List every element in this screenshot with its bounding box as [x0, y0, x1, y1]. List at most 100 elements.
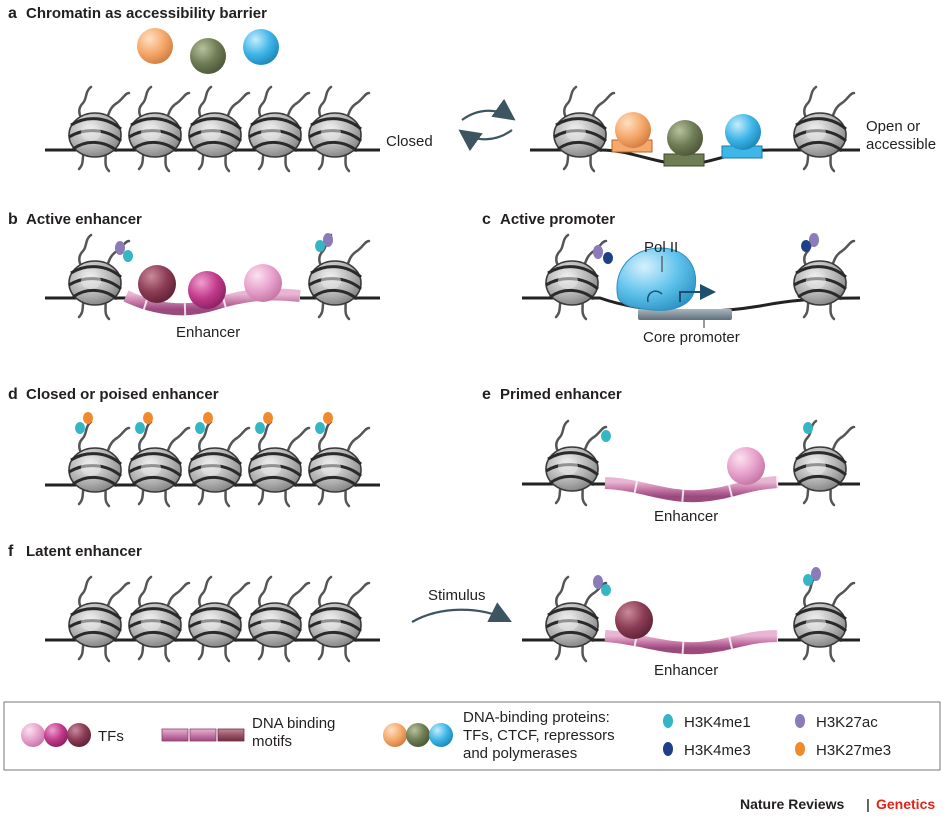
panel-f: f Latent enhancer Stimulus Enhancer [8, 543, 860, 679]
nucleosome [247, 85, 311, 173]
nucleosome [552, 85, 616, 173]
h3k27ac-mark [593, 245, 603, 259]
nucleosome [67, 575, 131, 663]
panel-c: c Active promoter Pol II Core promoter [482, 211, 861, 346]
legend-tf-mid [44, 723, 68, 747]
journal-name: Nature Reviews [740, 796, 844, 812]
legend-h3k27ac-swatch [795, 714, 805, 728]
nucleosome [792, 575, 856, 663]
legend-motif-swatch [189, 728, 217, 742]
panel-a: a Chromatin as accessibility barrier Clo… [8, 5, 936, 173]
panel-f-letter: f [8, 543, 14, 560]
h3k27ac-mark [323, 233, 333, 247]
h3k4me1-mark [803, 422, 813, 434]
legend-tf-dark [67, 723, 91, 747]
legend-h3k4me1-label: H3K4me1 [684, 714, 751, 731]
h3k27ac-mark [115, 241, 125, 255]
poised-marks [75, 412, 333, 434]
nucleosome [307, 85, 371, 173]
legend-motif-swatch [217, 728, 245, 742]
nucleosome [187, 420, 251, 508]
legend-tf-light [21, 723, 45, 747]
enhancer-dna [604, 476, 779, 503]
h3k27ac-mark [811, 567, 821, 581]
legend-dbp-line3: and polymerases [463, 745, 577, 762]
nucleosome [792, 419, 856, 507]
legend-h3k27me3-swatch [795, 742, 805, 756]
panel-e: e Primed enhancer Enhancer [482, 386, 860, 525]
tf-light [244, 264, 282, 302]
free-protein-orange [137, 28, 173, 64]
nucleosome [544, 419, 608, 507]
h3k4me1-mark [803, 574, 813, 586]
h3k4me1-mark [315, 240, 325, 252]
legend-protein-blue [429, 723, 453, 747]
journal-separator: | [866, 796, 870, 812]
enhancer-label: Enhancer [176, 324, 240, 341]
h3k4me1-mark [123, 250, 133, 262]
nucleosome [127, 420, 191, 508]
nucleosome [307, 575, 371, 663]
legend-tfs-label: TFs [98, 728, 124, 745]
reversible-arrow-forward [461, 98, 516, 121]
h3k27ac-mark [593, 575, 603, 589]
open-label-line1: Open or [866, 118, 920, 135]
legend-motifs-label-line1: DNA binding [252, 715, 335, 732]
nucleosome [127, 85, 191, 173]
h3k4me3-mark [603, 252, 613, 264]
enhancer-dna [604, 630, 779, 655]
panel-d: d Closed or poised enhancer [8, 386, 380, 508]
nucleosome [67, 420, 131, 508]
enhancer-label: Enhancer [654, 508, 718, 525]
legend-h3k27me3-label: H3K27me3 [816, 742, 891, 759]
h3k4me1-mark [601, 584, 611, 596]
core-promoter-box [638, 309, 732, 320]
nucleosome [247, 420, 311, 508]
legend-dbp-line1: DNA-binding proteins: [463, 709, 610, 726]
nucleosome [127, 575, 191, 663]
legend-h3k27ac-label: H3K27ac [816, 714, 878, 731]
legend-h3k4me3-label: H3K4me3 [684, 742, 751, 759]
h3k4me1-mark [601, 430, 611, 442]
stimulus-label: Stimulus [428, 587, 486, 604]
journal-credit: Nature Reviews | Genetics [740, 796, 935, 812]
free-protein-blue [243, 29, 279, 65]
panel-b-letter: b [8, 211, 18, 228]
tf-dark [138, 265, 176, 303]
legend-motifs-label-line2: motifs [252, 733, 292, 750]
nucleosome [247, 575, 311, 663]
enhancer-label: Enhancer [654, 662, 718, 679]
bound-protein-green [667, 120, 703, 156]
panel-e-title: Primed enhancer [500, 386, 622, 403]
bound-protein-orange [615, 112, 651, 148]
legend-h3k4me1-swatch [663, 714, 673, 728]
nucleosome [67, 85, 131, 173]
legend-dbp-line2: TFs, CTCF, repressors [463, 727, 615, 744]
bound-protein-blue [725, 114, 761, 150]
panel-e-letter: e [482, 386, 491, 403]
panel-b: b Active enhancer Enhancer [8, 211, 380, 341]
closed-label: Closed [386, 133, 433, 150]
panel-c-title: Active promoter [500, 211, 615, 228]
tf-dark [615, 601, 653, 639]
legend-protein-green [406, 723, 430, 747]
legend-motif-swatch [161, 728, 189, 742]
stimulus-arrow [411, 602, 512, 623]
nucleosome [792, 85, 856, 173]
h3k4me3-mark [801, 240, 811, 252]
panel-d-letter: d [8, 386, 18, 403]
tf-mid [188, 271, 226, 309]
reversible-arrow-back [458, 129, 513, 152]
open-label-line2: accessible [866, 136, 936, 153]
pol-ii-complex [616, 247, 697, 311]
free-protein-green [190, 38, 226, 74]
nucleosome [187, 85, 251, 173]
journal-section: Genetics [876, 796, 935, 812]
legend-box [3, 701, 941, 771]
h3k27ac-mark [809, 233, 819, 247]
pol-ii-label: Pol II [644, 239, 678, 256]
panel-f-title: Latent enhancer [26, 543, 142, 560]
tf-light [727, 447, 765, 485]
panel-b-title: Active enhancer [26, 211, 142, 228]
panel-c-letter: c [482, 211, 491, 228]
